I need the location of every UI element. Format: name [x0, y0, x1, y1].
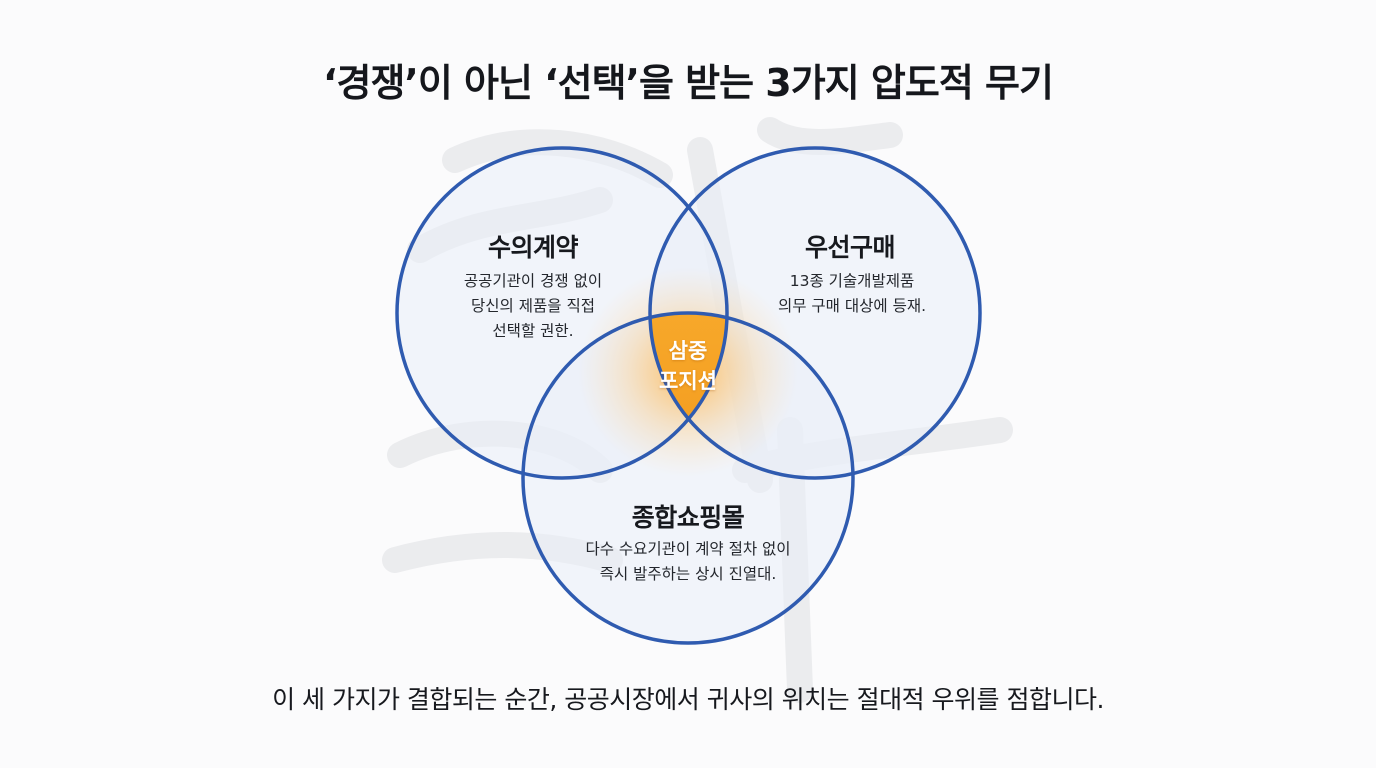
desc-line: 즉시 발주하는 상시 진열대.: [599, 565, 777, 583]
circle-suui-outline: [395, 146, 729, 480]
circle-desc-usun: 13종 기술개발제품 의무 구매 대상에 등재.: [722, 269, 982, 319]
circle-title-suui: 수의계약: [487, 233, 579, 262]
center-line: 삼중: [668, 339, 708, 363]
desc-line: 공공기관이 경쟁 없이: [463, 272, 603, 290]
circle-usun-outline: [648, 146, 982, 480]
circle-desc-suui: 공공기관이 경쟁 없이 당신의 제품을 직접 선택할 권한.: [403, 269, 663, 344]
desc-line: 13종 기술개발제품: [789, 272, 915, 290]
desc-line: 다수 수요기관이 계약 절차 없이: [585, 540, 791, 558]
desc-line: 당신의 제품을 직접: [471, 297, 595, 315]
circle-title-usun: 우선구매: [804, 233, 896, 262]
footer-statement: 이 세 가지가 결합되는 순간, 공공시장에서 귀사의 위치는 절대적 우위를 …: [272, 685, 1104, 714]
desc-line: 의무 구매 대상에 등재.: [777, 297, 927, 315]
page-title: ‘경쟁’이 아닌 ‘선택’을 받는 3가지 압도적 무기: [323, 61, 1054, 105]
center-label: 삼중 포지션: [618, 336, 758, 396]
desc-line: 선택할 권한.: [492, 322, 574, 340]
circle-desc-mall: 다수 수요기관이 계약 절차 없이 즉시 발주하는 상시 진열대.: [538, 537, 838, 587]
circle-title-mall: 종합쇼핑몰: [631, 503, 745, 532]
center-line: 포지션: [659, 369, 717, 393]
circle-mall-outline: [521, 311, 855, 645]
